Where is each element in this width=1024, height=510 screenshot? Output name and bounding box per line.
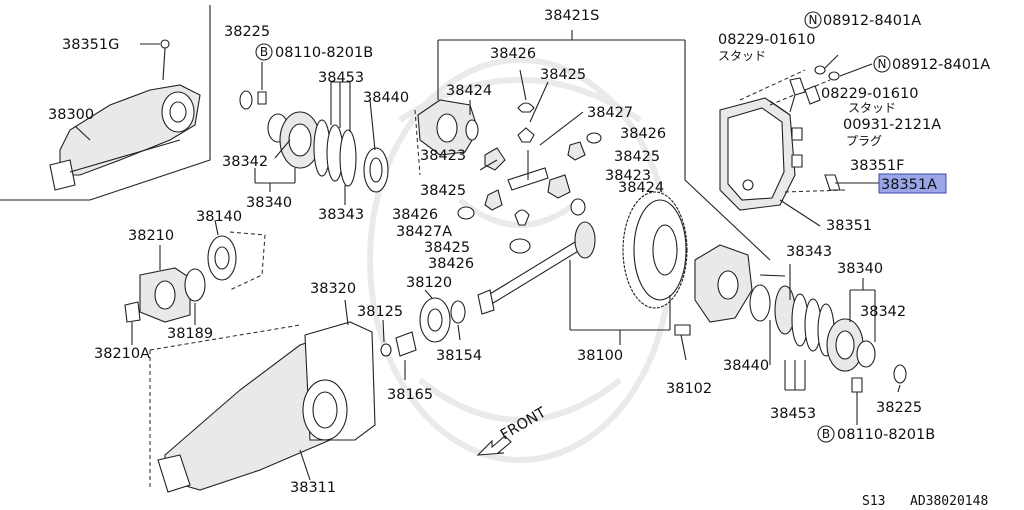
part-label: 08229-01610 bbox=[821, 86, 919, 102]
part-label: 38423 bbox=[605, 168, 651, 184]
part-label: 08110-8201B bbox=[837, 427, 935, 443]
circle-marker-group: B N N B bbox=[255, 11, 891, 443]
front-arrow-icon bbox=[476, 435, 512, 456]
part-label: 38320 bbox=[310, 281, 356, 297]
part-label: 38210 bbox=[128, 228, 174, 244]
part-label: 38440 bbox=[363, 90, 409, 106]
main-housing bbox=[149, 289, 466, 493]
part-label: 38300 bbox=[48, 107, 94, 123]
part-label: 08912-8401A bbox=[823, 13, 921, 29]
part-label: 38340 bbox=[246, 195, 292, 211]
part-label: 08229-01610 bbox=[718, 32, 816, 48]
part-label: スタッド bbox=[848, 101, 896, 115]
part-label: 38154 bbox=[436, 348, 482, 364]
part-label: 38425 bbox=[540, 67, 586, 83]
part-label: 38453 bbox=[770, 406, 816, 422]
part-label: 38426 bbox=[392, 207, 438, 223]
part-label: 38423 bbox=[420, 148, 466, 164]
part-label: 38120 bbox=[406, 275, 452, 291]
part-label: 38351F bbox=[850, 158, 904, 174]
part-label: 38225 bbox=[224, 24, 270, 40]
part-label: 38427 bbox=[587, 105, 633, 121]
illustration-code: AD38020148 bbox=[910, 494, 988, 509]
part-label: 38426 bbox=[490, 46, 536, 62]
part-label: 38421S bbox=[544, 8, 599, 24]
circle-letter: N bbox=[809, 13, 818, 27]
part-label: 38351G bbox=[62, 37, 119, 53]
part-label: 38225 bbox=[876, 400, 922, 416]
part-label: 38351 bbox=[826, 218, 872, 234]
front-flange-group bbox=[124, 219, 266, 345]
part-label: 38100 bbox=[577, 348, 623, 364]
part-labels: 38351G 38300 38225 08110-8201B 38453 384… bbox=[48, 8, 990, 496]
front-direction-label: FRONT bbox=[498, 405, 549, 444]
part-label: 38165 bbox=[387, 387, 433, 403]
part-label: 38140 bbox=[196, 209, 242, 225]
part-label: 38210A bbox=[94, 346, 150, 362]
part-label: 38343 bbox=[786, 244, 832, 260]
circle-letter: B bbox=[260, 45, 268, 59]
part-label: 38440 bbox=[723, 358, 769, 374]
inset-assembly bbox=[0, 5, 211, 201]
footer: S13 AD38020148 bbox=[862, 494, 988, 509]
circle-letter: B bbox=[822, 427, 830, 441]
part-label: 00931-2121A bbox=[843, 117, 941, 133]
part-label: 38453 bbox=[318, 70, 364, 86]
differential-gears bbox=[417, 30, 771, 261]
part-label: 38342 bbox=[860, 304, 906, 320]
part-label: 38424 bbox=[446, 83, 492, 99]
circle-letter: N bbox=[878, 57, 887, 71]
left-bearing-group bbox=[239, 62, 421, 205]
part-label: 38342 bbox=[222, 154, 268, 170]
part-label: 38102 bbox=[666, 381, 712, 397]
right-bearing-group bbox=[749, 264, 907, 425]
part-label: 38426 bbox=[620, 126, 666, 142]
part-label: 08110-8201B bbox=[275, 45, 373, 61]
part-label: 08912-8401A bbox=[892, 57, 990, 73]
part-label: スタッド bbox=[718, 49, 766, 63]
part-label: 38340 bbox=[837, 261, 883, 277]
part-label: 38425 bbox=[420, 183, 466, 199]
part-label: 38425 bbox=[424, 240, 470, 256]
part-label: 38424 bbox=[618, 180, 664, 196]
part-label-highlighted: 38351A bbox=[881, 177, 937, 193]
part-label: 38343 bbox=[318, 207, 364, 223]
part-label: 38125 bbox=[357, 304, 403, 320]
part-label: プラグ bbox=[846, 134, 882, 148]
rear-cover bbox=[719, 54, 880, 227]
part-label: 38311 bbox=[290, 480, 336, 496]
ring-gear-pinion bbox=[477, 191, 786, 361]
model-code: S13 bbox=[862, 494, 885, 509]
part-label: 38189 bbox=[167, 326, 213, 342]
part-label: 38425 bbox=[614, 149, 660, 165]
part-label: 38426 bbox=[428, 256, 474, 272]
part-label: 38427A bbox=[396, 224, 452, 240]
highlight-box bbox=[878, 173, 947, 194]
